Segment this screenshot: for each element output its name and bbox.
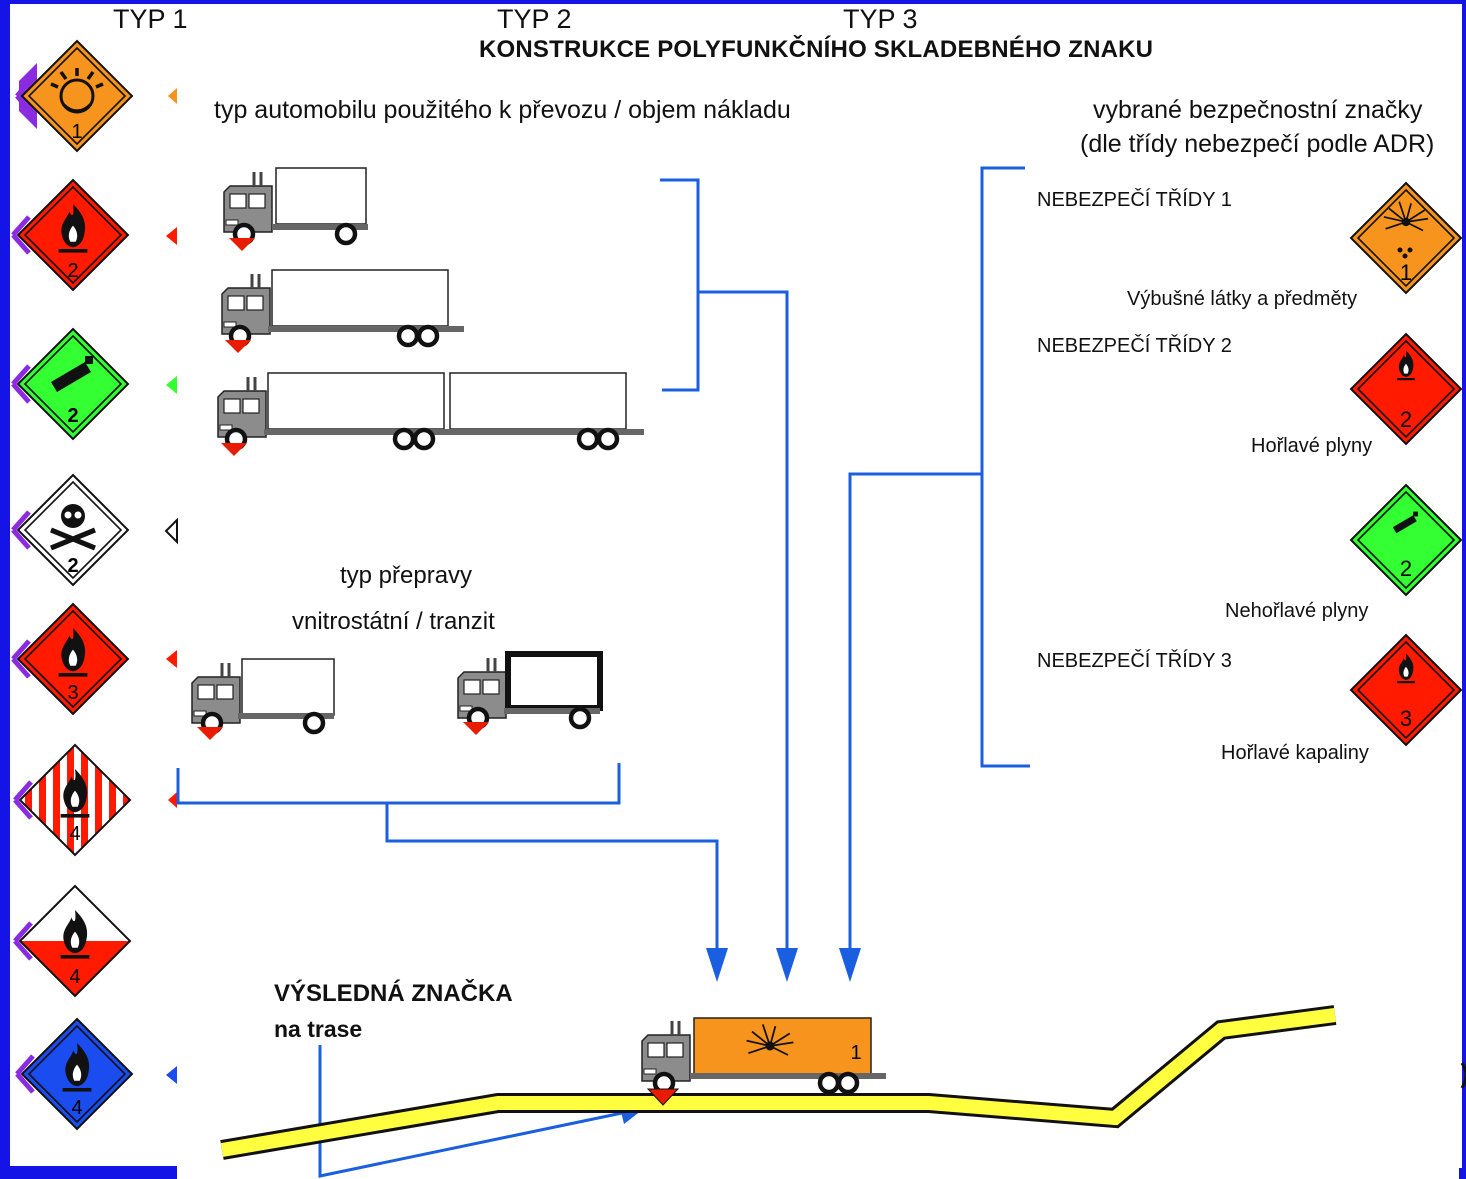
result-truck-number: 1	[850, 1042, 861, 1064]
sign-nonflammable-gas-number: 2	[1400, 556, 1412, 581]
vehicle-heading: typ automobilu použitého k převozu / obj…	[214, 96, 791, 124]
left-sign-toxic: 2	[11, 474, 129, 586]
left-sign-flammable-gas: 2	[11, 179, 129, 291]
left-sign-number: 4	[69, 966, 80, 988]
safety-heading-line1: vybrané bezpečnostní značky	[1093, 96, 1423, 124]
sign-flammable-gas: 2	[1350, 333, 1462, 445]
diagram-canvas	[177, 4, 1462, 1179]
left-sign-water-reactive: 4	[15, 1018, 133, 1130]
header-typ3: TYP 3	[843, 4, 918, 34]
vehicle-bracket	[660, 178, 700, 392]
left-sign-number: 3	[67, 682, 78, 704]
result-truck: 1	[640, 1017, 886, 1106]
sign-explosive-number: 1	[1400, 260, 1412, 285]
left-sign-explosive-orange: 1	[15, 40, 133, 152]
truck-large	[216, 372, 644, 456]
left-sign-spontaneous-combustion: 4	[13, 884, 132, 998]
class1-label: NEBEZPEČÍ TŘÍDY 1	[1037, 189, 1232, 211]
nonflammable-gas-caption: Nehořlavé plyny	[1225, 600, 1369, 622]
page-title: KONSTRUKCE POLYFUNKČNÍHO SKLADEBNÉHO ZNA…	[479, 36, 1154, 63]
truck-transit	[456, 651, 603, 735]
transport-heading: typ přepravy	[340, 562, 473, 589]
arrowhead-transport	[706, 948, 728, 982]
flammable-gas-caption: Hořlavé plyny	[1251, 435, 1373, 457]
sign-nonflammable-gas: 2	[1350, 484, 1462, 596]
safety-heading-line2: (dle třídy nebezpečí podle ADR)	[1080, 130, 1435, 158]
left-sign-flammable-liquid: 3	[11, 603, 129, 715]
sign-flammable-liquid: 3	[1350, 634, 1462, 746]
explosive-caption: Výbušné látky a předměty	[1127, 288, 1358, 310]
sign-explosive: 1	[1350, 182, 1462, 294]
connector-lines	[176, 166, 1030, 1178]
road	[220, 1005, 1337, 1160]
sign-flammable-liquid-number: 3	[1400, 706, 1412, 731]
sign-flammable-gas-number: 2	[1400, 407, 1412, 432]
left-sign-number: 2	[67, 555, 78, 577]
class2-label: NEBEZPEČÍ TŘÍDY 2	[1037, 335, 1232, 357]
truck-small	[222, 167, 368, 251]
flammable-liquid-caption: Hořlavé kapaliny	[1221, 742, 1369, 764]
truck-medium	[220, 269, 464, 353]
left-sign-number: 2	[67, 405, 78, 427]
vehicle-connector	[698, 290, 789, 950]
left-sign-number: 4	[71, 1097, 82, 1119]
result-pointer-line	[318, 1045, 623, 1178]
result-subtitle: na trase	[274, 1016, 363, 1042]
truck-domestic	[190, 658, 335, 740]
arrowhead-vehicle	[776, 948, 798, 982]
safety-connector	[848, 472, 982, 950]
left-sign-nonflammable-gas: 2	[11, 328, 129, 440]
left-sign-number: 1	[71, 121, 82, 143]
header-typ1: TYP 1	[113, 4, 188, 34]
left-sign-flammable-solid: 4	[13, 743, 132, 857]
left-sign-number: 2	[67, 260, 78, 282]
class3-label: NEBEZPEČÍ TŘÍDY 3	[1037, 650, 1232, 672]
left-sign-number: 4	[69, 823, 80, 845]
left-sign-column-signs: 1 2 2 2 3	[11, 40, 178, 1130]
transport-bracket	[176, 763, 621, 805]
arrowhead-safety	[839, 948, 861, 982]
header-typ2: TYP 2	[497, 4, 572, 34]
transport-connector	[385, 803, 719, 950]
transport-subheading: vnitrostátní / tranzit	[292, 608, 495, 635]
safety-bracket	[980, 166, 1030, 768]
result-title: VÝSLEDNÁ ZNAČKA	[274, 980, 513, 1007]
